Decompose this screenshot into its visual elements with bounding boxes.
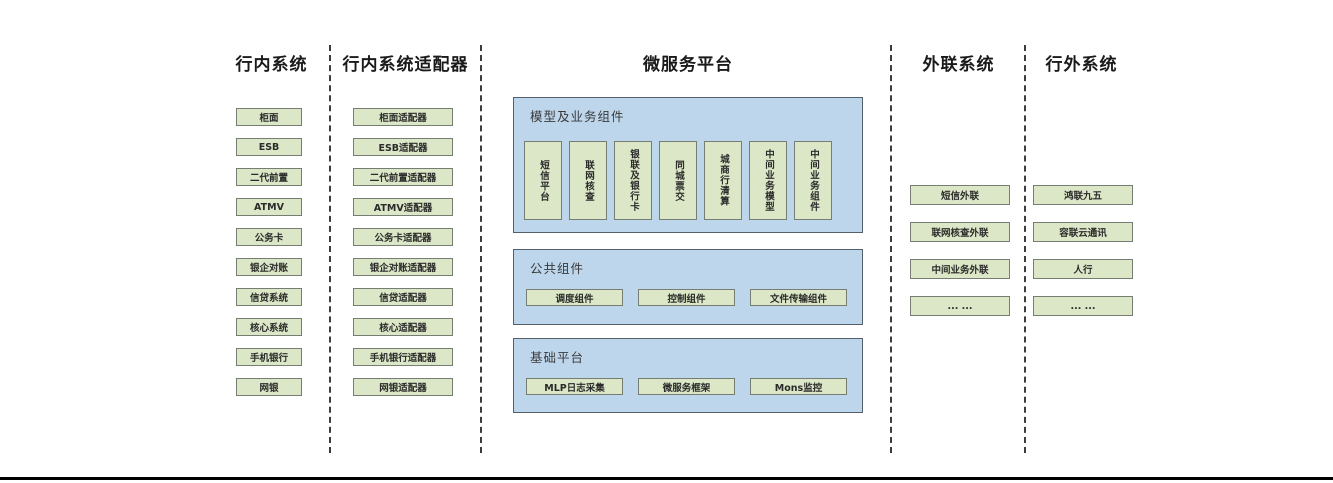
system-node: 公务卡 <box>236 228 302 246</box>
base-platform-list: MLP日志采集微服务框架 Mons监控 <box>526 378 847 395</box>
adapter-node: 二代前置适配器 <box>353 168 453 186</box>
column-title-external-link-systems: 外联系统 <box>922 55 995 75</box>
internal-adapters-list: 柜面适配器 ESB适配器二代前置适配器 ATMV适配器公务卡适配器银企对账适配器信贷… <box>353 108 453 396</box>
panel-model-business-components: 模型及业务组件 短信平台联网核查银联及银行卡同城票交城商行清算中间业务模型中间业… <box>513 97 863 233</box>
external-link-systems-list: 短信外联联网核查外联中间业务外联 ... ... <box>910 185 1010 316</box>
component-node-vertical: 中间业务模型 <box>749 141 787 220</box>
column-separator <box>1024 45 1026 453</box>
system-node: 网银 <box>236 378 302 396</box>
adapter-node: ESB适配器 <box>353 138 453 156</box>
system-node: 二代前置 <box>236 168 302 186</box>
outside-node: 鸿联九五 <box>1033 185 1133 205</box>
external-node: 短信外联 <box>910 185 1010 205</box>
column-separator <box>890 45 892 453</box>
component-node: 调度组件 <box>526 289 623 306</box>
component-node-vertical: 联网核查 <box>569 141 607 220</box>
adapter-node: 核心适配器 <box>353 318 453 336</box>
panel-title: 模型及业务组件 <box>530 109 625 124</box>
panel-title: 基础平台 <box>530 350 585 365</box>
external-node: 联网核查外联 <box>910 222 1010 242</box>
outside-systems-list: 鸿联九五容联云通讯人行 ... ... <box>1033 185 1133 316</box>
panel-title: 公共组件 <box>530 261 585 276</box>
component-node: 微服务框架 <box>638 378 735 395</box>
internal-systems-list: 柜面 ESB 二代前置 ATMV 公务卡银企对账信贷系统核心系统手机银行网银 <box>236 108 302 396</box>
system-node: 手机银行 <box>236 348 302 366</box>
column-title-internal-systems: 行内系统 <box>235 55 308 75</box>
model-business-components-list: 短信平台联网核查银联及银行卡同城票交城商行清算中间业务模型中间业务组件 <box>524 141 832 220</box>
system-node: 信贷系统 <box>236 288 302 306</box>
panel-common-components: 公共组件 调度组件控制组件文件传输组件 <box>513 249 863 325</box>
adapter-node: 网银适配器 <box>353 378 453 396</box>
bottom-rule <box>0 477 1333 480</box>
component-node-vertical: 中间业务组件 <box>794 141 832 220</box>
outside-node: ... ... <box>1033 296 1133 316</box>
system-node: ESB <box>236 138 302 156</box>
component-node-vertical: 短信平台 <box>524 141 562 220</box>
system-node: ATMV <box>236 198 302 216</box>
system-node: 柜面 <box>236 108 302 126</box>
component-node: 文件传输组件 <box>750 289 847 306</box>
panel-base-platform: 基础平台 MLP日志采集微服务框架 Mons监控 <box>513 338 863 413</box>
component-node: 控制组件 <box>638 289 735 306</box>
external-node: 中间业务外联 <box>910 259 1010 279</box>
component-node-vertical: 同城票交 <box>659 141 697 220</box>
column-separator <box>480 45 482 453</box>
component-node: Mons监控 <box>750 378 847 395</box>
column-title-internal-adapters: 行内系统适配器 <box>342 55 469 75</box>
system-node: 核心系统 <box>236 318 302 336</box>
adapter-node: ATMV适配器 <box>353 198 453 216</box>
external-node: ... ... <box>910 296 1010 316</box>
component-node: MLP日志采集 <box>526 378 623 395</box>
column-separator <box>329 45 331 453</box>
outside-node: 人行 <box>1033 259 1133 279</box>
component-node-vertical: 银联及银行卡 <box>614 141 652 220</box>
adapter-node: 手机银行适配器 <box>353 348 453 366</box>
adapter-node: 银企对账适配器 <box>353 258 453 276</box>
outside-node: 容联云通讯 <box>1033 222 1133 242</box>
column-title-outside-systems: 行外系统 <box>1045 55 1118 75</box>
column-title-microservice-platform: 微服务平台 <box>643 55 733 75</box>
common-components-list: 调度组件控制组件文件传输组件 <box>526 289 847 306</box>
component-node-vertical: 城商行清算 <box>704 141 742 220</box>
adapter-node: 公务卡适配器 <box>353 228 453 246</box>
adapter-node: 柜面适配器 <box>353 108 453 126</box>
system-node: 银企对账 <box>236 258 302 276</box>
adapter-node: 信贷适配器 <box>353 288 453 306</box>
